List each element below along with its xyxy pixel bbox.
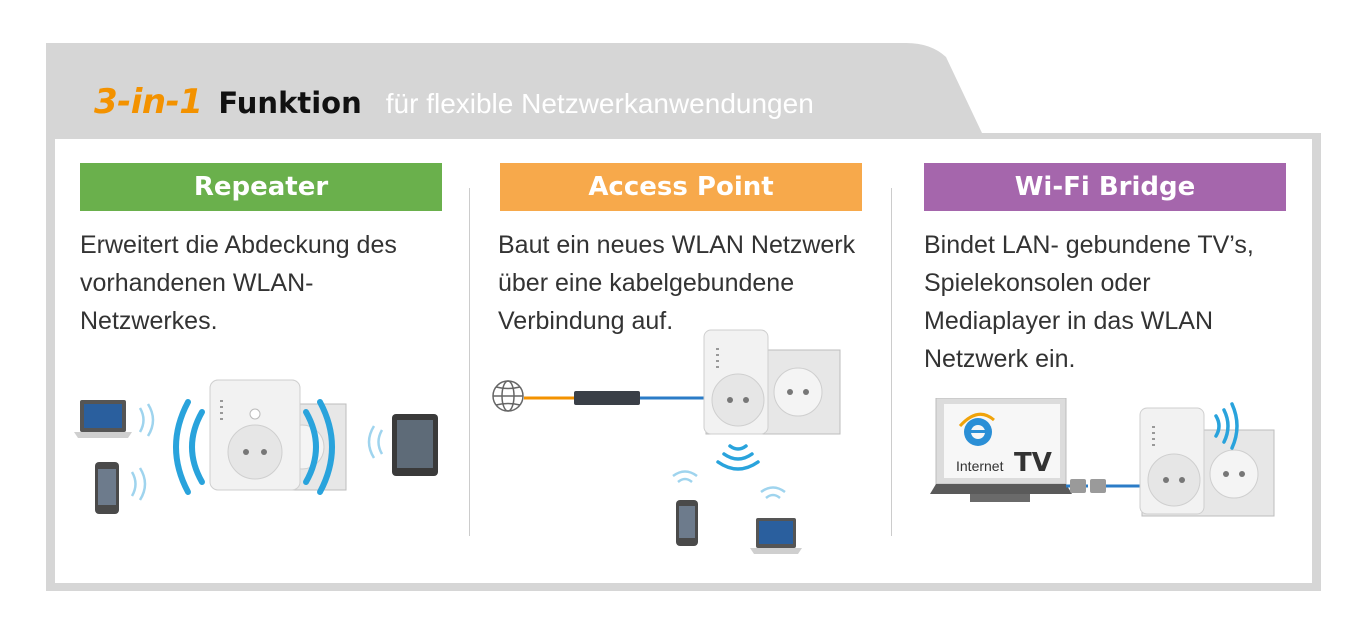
ethernet-connector-icon	[1070, 479, 1106, 493]
wifi-bridge-heading-label: Wi-Fi Bridge	[1014, 172, 1196, 202]
description-line: Bindet LAN- gebundene TV’s,	[924, 231, 1254, 259]
wifi-bridge-description: Bindet LAN- gebundene TV’s, Spielekonsol…	[924, 226, 1304, 378]
description-line: Verbindung auf.	[498, 307, 674, 335]
description-line: Netzwerkes.	[80, 307, 218, 335]
wifi-wave-icon	[672, 470, 786, 499]
description-line: Erweitert die Abdeckung des	[80, 231, 397, 259]
tablet-icon	[392, 414, 438, 476]
television-icon	[930, 398, 1072, 502]
internet-explorer-icon	[958, 412, 995, 446]
description-line: vorhandenen WLAN-	[80, 269, 314, 297]
globe-icon	[492, 380, 524, 412]
smartphone-icon	[95, 462, 119, 514]
access-point-illustration	[492, 329, 841, 554]
wifi-wave-icon	[173, 399, 335, 495]
repeater-illustration	[74, 379, 438, 514]
tv-tv-label: TV	[1014, 448, 1052, 478]
bridge-device-icon	[1139, 407, 1205, 515]
wifi-wave-icon	[1214, 402, 1239, 450]
wifi-bridge-illustration: Internet TV	[930, 398, 1275, 517]
access-point-heading-label: Access Point	[588, 172, 774, 202]
repeater-heading-label: Repeater	[193, 172, 329, 202]
description-line: Mediaplayer in das WLAN	[924, 307, 1214, 335]
repeater-device-icon	[209, 379, 301, 491]
header-number: 3-in-1	[94, 82, 203, 122]
laptop-icon	[750, 518, 802, 554]
column-divider	[469, 188, 470, 536]
repeater-description: Erweitert die Abdeckung des vorhandenen …	[80, 226, 460, 340]
access-point-heading: Access Point	[500, 163, 862, 211]
wifi-wave-icon	[130, 403, 384, 501]
access-point-device-icon	[703, 329, 769, 435]
description-line: Spielekonsolen oder	[924, 269, 1151, 297]
description-line: über eine kabelgebundene	[498, 269, 795, 297]
description-line: Netzwerk ein.	[924, 345, 1076, 373]
tv-internet-label: Internet	[956, 458, 1004, 474]
column-divider	[891, 188, 892, 536]
smartphone-icon	[676, 500, 698, 546]
description-line: Baut ein neues WLAN Netzwerk	[498, 231, 856, 259]
header-title: Funktion	[218, 86, 362, 120]
laptop-icon	[74, 400, 132, 438]
network-switch-icon	[574, 391, 640, 405]
wifi-wave-icon	[716, 444, 760, 471]
header-subtitle: für flexible Netzwerkanwendungen	[385, 88, 814, 119]
repeater-heading: Repeater	[80, 163, 442, 211]
wifi-bridge-heading: Wi-Fi Bridge	[924, 163, 1286, 211]
page-header: 3-in-1 Funktion für flexible Netzwerkanw…	[94, 82, 814, 132]
access-point-description: Baut ein neues WLAN Netzwerk über eine k…	[498, 226, 888, 340]
